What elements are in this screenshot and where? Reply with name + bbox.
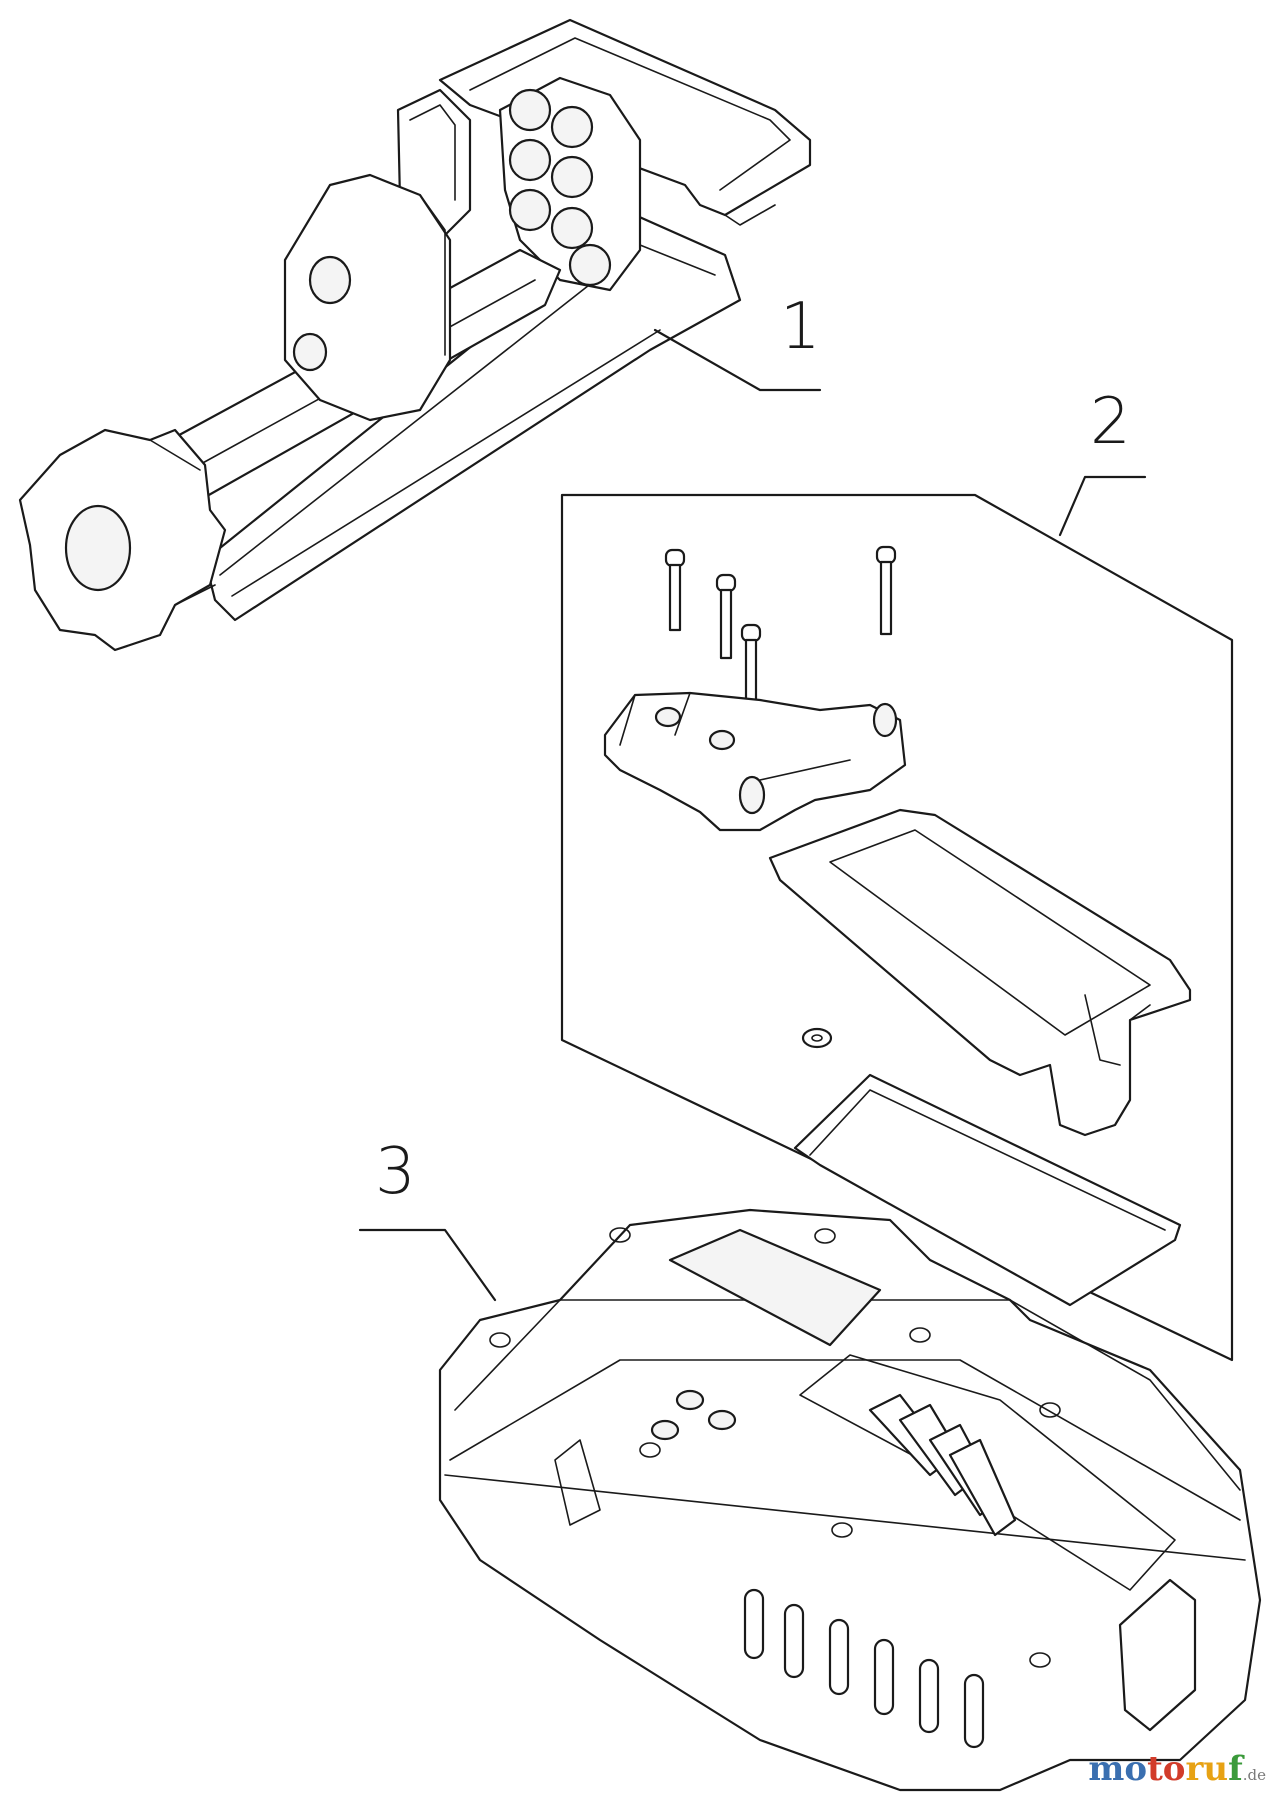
grip-ribs xyxy=(743,1588,985,1749)
display-window xyxy=(668,1228,882,1347)
screw-4 xyxy=(875,545,897,636)
washer xyxy=(801,1027,833,1049)
part-3-housing xyxy=(438,1208,1262,1792)
cover-hole-lower xyxy=(292,332,328,372)
brand-part-4: f xyxy=(1228,1749,1243,1789)
screws xyxy=(664,545,897,710)
screw-2 xyxy=(715,573,737,660)
leader-2 xyxy=(1058,475,1147,537)
knob-hub-icon xyxy=(64,504,132,592)
leader-3 xyxy=(358,1228,497,1302)
prism-holes xyxy=(508,88,612,287)
brand-logo: motoruf.de xyxy=(1088,1752,1266,1786)
callout-3: 3 xyxy=(375,1135,416,1209)
callout-2: 2 xyxy=(1090,385,1131,459)
brand-part-3: ru xyxy=(1185,1749,1229,1789)
brand-part-2: to xyxy=(1147,1749,1186,1789)
leader-lines xyxy=(358,328,1147,1302)
part-1-mounting-bracket xyxy=(18,18,812,652)
brand-suffix: .de xyxy=(1242,1766,1266,1784)
screw-3 xyxy=(740,623,762,710)
brand-part-1: mo xyxy=(1088,1749,1148,1789)
hinge-block xyxy=(603,691,907,832)
housing-body xyxy=(438,1208,1262,1792)
leader-1 xyxy=(653,328,822,392)
screw-1 xyxy=(664,548,686,632)
callout-1: 1 xyxy=(780,290,821,364)
window-panel xyxy=(793,1073,1182,1307)
part-2-kit-frame xyxy=(560,493,1234,1362)
cover-hole-upper xyxy=(308,255,352,305)
frame-window xyxy=(829,829,1151,1036)
